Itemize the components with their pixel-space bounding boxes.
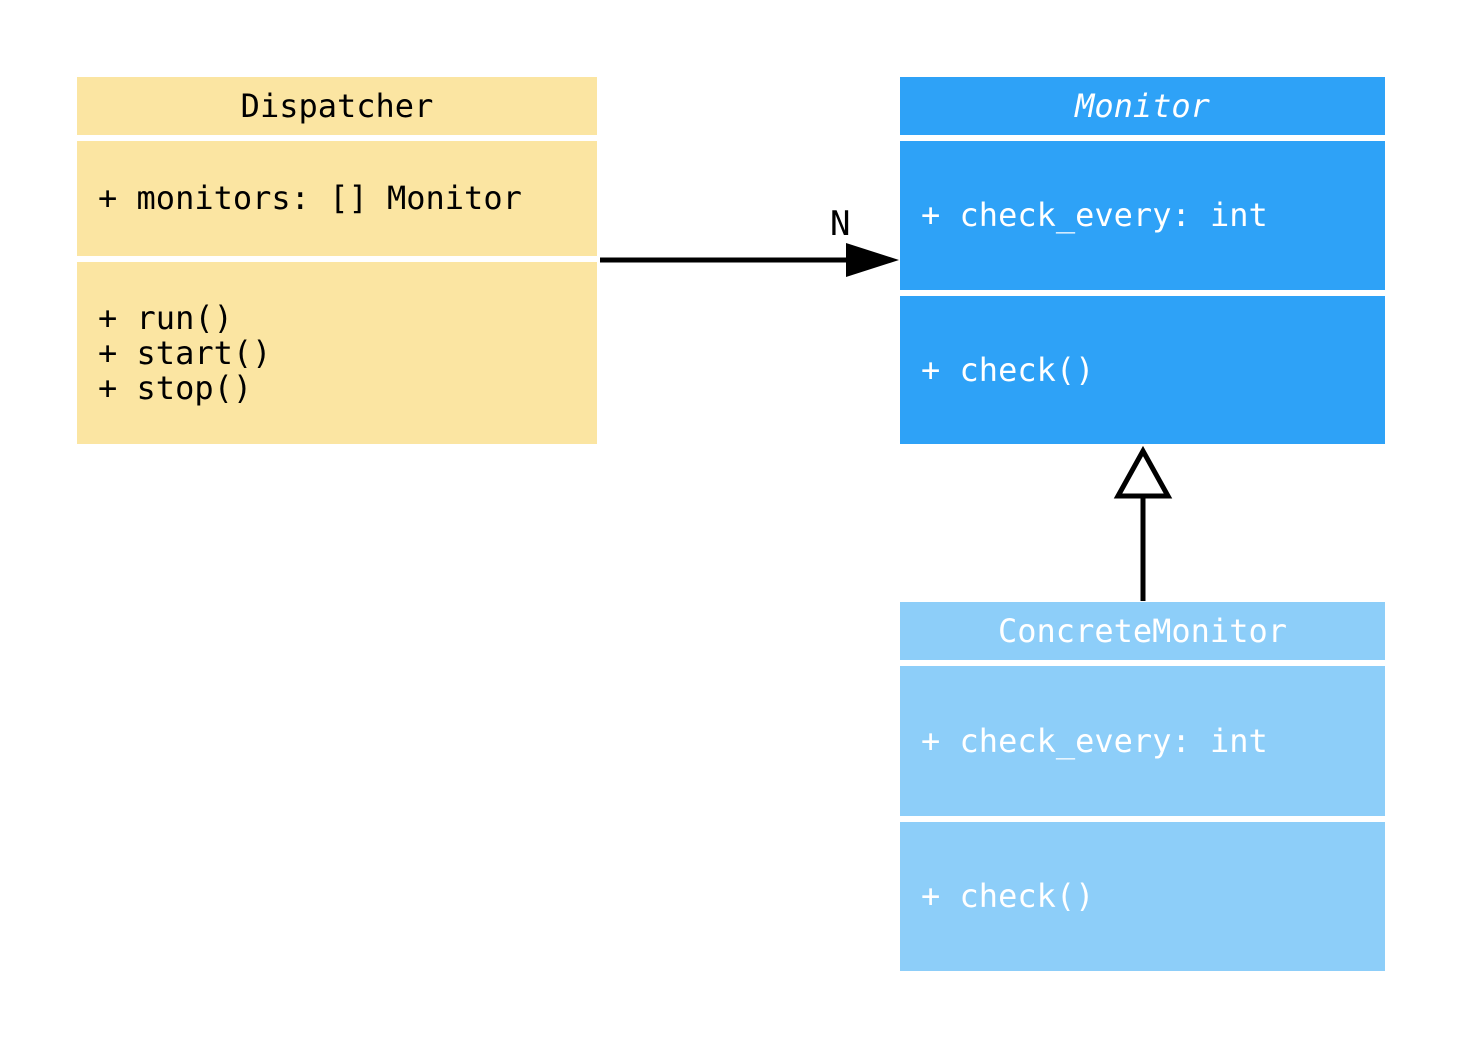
method-item: + check()	[921, 877, 1095, 915]
attributes-section: + monitors: [] Monitor	[77, 141, 597, 256]
class-title-monitor: Monitor	[900, 77, 1385, 135]
method-item: + check()	[921, 350, 1095, 389]
class-box-dispatcher: Dispatcher + monitors: [] Monitor + run(…	[77, 77, 597, 444]
methods-section: + check()	[900, 822, 1385, 971]
attributes-section: + check_every: int	[900, 666, 1385, 816]
attribute-item: + monitors: [] Monitor	[98, 179, 522, 217]
generalization-arrow	[1113, 445, 1173, 601]
hollow-triangle-icon	[1113, 445, 1173, 499]
class-title-concrete-monitor: ConcreteMonitor	[900, 602, 1385, 660]
method-item: + run()	[98, 298, 233, 337]
methods-section: + run() + start() + stop()	[77, 262, 597, 444]
method-item: + start()	[98, 333, 272, 372]
class-box-concrete-monitor: ConcreteMonitor + check_every: int + che…	[900, 602, 1385, 971]
class-box-monitor: Monitor + check_every: int + check()	[900, 77, 1385, 444]
methods-section: + check()	[900, 296, 1385, 444]
filled-arrowhead-icon	[846, 243, 899, 277]
attributes-section: + check_every: int	[900, 141, 1385, 290]
method-item: + stop()	[98, 368, 253, 407]
association-arrow	[600, 243, 899, 277]
attribute-item: + check_every: int	[921, 721, 1268, 760]
class-title-dispatcher: Dispatcher	[77, 77, 597, 135]
association-multiplicity-label: N	[830, 204, 851, 244]
attribute-item: + check_every: int	[921, 196, 1268, 234]
